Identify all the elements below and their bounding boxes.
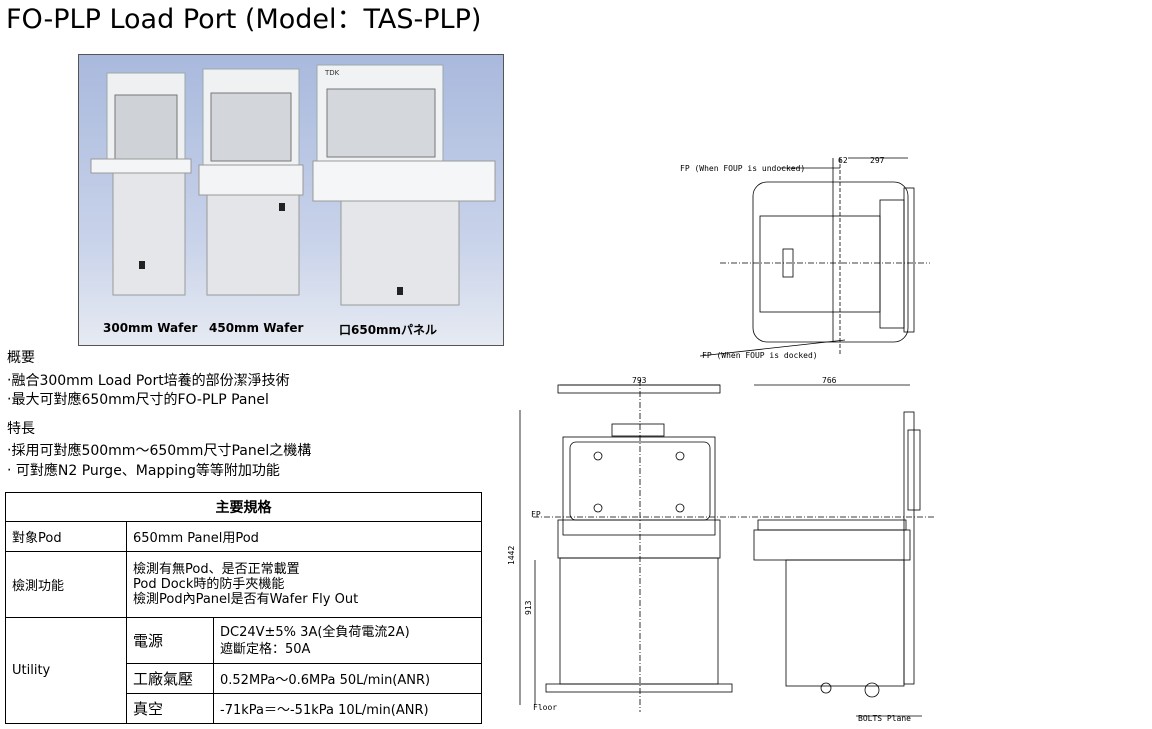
spec-table: 主要規格 對象Pod 650mm Panel用Pod 檢測功能 檢測有無Pod、… bbox=[5, 492, 482, 724]
dim-913: 913 bbox=[524, 600, 533, 615]
caption-650mm: 口650mmパネル bbox=[339, 323, 438, 337]
spec-header: 主要規格 bbox=[5, 492, 482, 522]
overview-bullet-1: ‧融合300mm Load Port培養的部份潔淨技術 bbox=[7, 373, 290, 389]
fp-docked-label: FP (When FOUP is docked) bbox=[702, 351, 818, 360]
fp-tag: FP bbox=[531, 510, 541, 519]
dim-62: 62 bbox=[838, 156, 848, 165]
power-value-1: DC24V±5% 3A(全負荷電流2A) bbox=[220, 624, 410, 640]
technical-drawing: FP (When FOUP is undocked) FP (When FOUP… bbox=[507, 156, 935, 723]
product-photo: TDK 300mm Wafer 450mm Wafer 口650mmパネル bbox=[78, 54, 504, 346]
detect-value-2: Pod Dock時的防手夾機能 bbox=[133, 577, 285, 592]
features-heading: 特長 bbox=[7, 421, 35, 437]
power-values: DC24V±5% 3A(全負荷電流2A) 遮斷定格：50A bbox=[213, 617, 482, 664]
page-title: FO-PLP Load Port (Model：TAS-PLP) bbox=[6, 4, 482, 35]
caption-450mm: 450mm Wafer bbox=[209, 321, 304, 335]
features-bullet-1: ‧採用可對應500mm～650mm尺寸Panel之機構 bbox=[7, 443, 312, 459]
dim-793: 793 bbox=[632, 376, 647, 385]
pod-value: 650mm Panel用Pod bbox=[126, 521, 482, 552]
caption-300mm: 300mm Wafer bbox=[103, 321, 198, 335]
power-value-2: 遮斷定格：50A bbox=[220, 641, 311, 657]
detect-value-3: 檢測Pod內Panel是否有Wafer Fly Out bbox=[133, 592, 359, 607]
brand-label: TDK bbox=[324, 69, 340, 77]
vac-label: 真空 bbox=[126, 693, 214, 724]
side-view bbox=[730, 384, 935, 717]
floor-label: Floor bbox=[533, 703, 557, 712]
power-label: 電源 bbox=[126, 617, 214, 664]
features-bullet-2: ‧ 可對應N2 Purge、Mapping等等附加功能 bbox=[7, 463, 280, 479]
detect-values: 檢測有無Pod、是否正常載置 Pod Dock時的防手夾機能 檢測Pod內Pan… bbox=[126, 551, 482, 618]
load-port-photo-illustration: TDK bbox=[90, 64, 496, 306]
front-view bbox=[519, 380, 733, 712]
fp-undocked-label: FP (When FOUP is undocked) bbox=[680, 164, 805, 173]
air-label: 工廠氣壓 bbox=[126, 663, 214, 694]
detect-value-1: 檢測有無Pod、是否正常載置 bbox=[133, 562, 300, 577]
utility-label: Utility bbox=[5, 617, 127, 724]
overview-bullet-2: ‧最大可對應650mm尺寸的FO-PLP Panel bbox=[7, 392, 269, 408]
air-value: 0.52MPa～0.6MPa 50L/min(ANR) bbox=[213, 663, 482, 694]
overview-heading: 概要 bbox=[7, 350, 35, 366]
bolts-plane-label: BOLTS Plane bbox=[858, 714, 911, 723]
dim-1442: 1442 bbox=[507, 546, 516, 565]
dim-297: 297 bbox=[870, 156, 885, 165]
top-view bbox=[699, 157, 930, 357]
dim-766: 766 bbox=[822, 376, 837, 385]
detect-label: 檢測功能 bbox=[5, 551, 127, 618]
vac-value: -71kPa＝～-51kPa 10L/min(ANR) bbox=[213, 693, 482, 724]
pod-label: 對象Pod bbox=[5, 521, 127, 552]
